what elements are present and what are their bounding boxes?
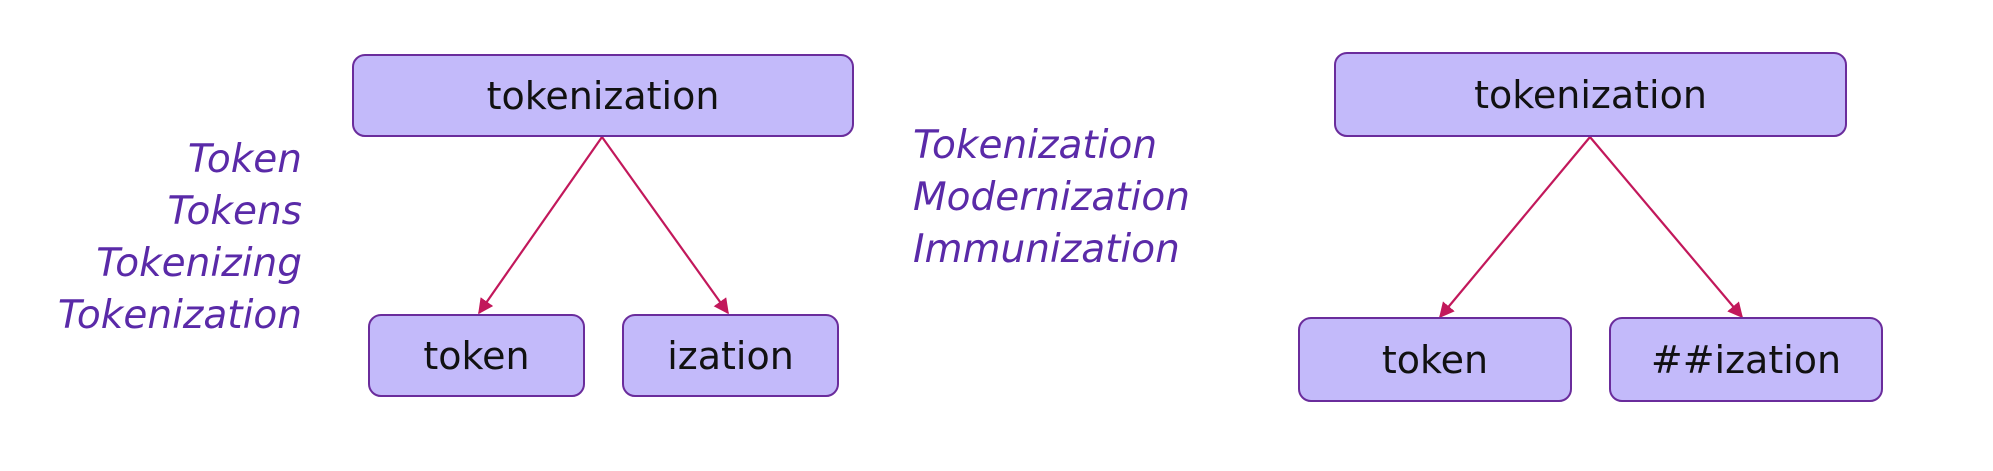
left-tree-child-ization-box: ization: [622, 314, 839, 397]
right-tree-child-token-label: token: [1381, 337, 1489, 382]
right-tree-root-box: tokenization: [1334, 52, 1847, 137]
left-word-item: Tokenization: [57, 293, 302, 338]
right-tree-child-hash-ization-label: ##ization: [1650, 337, 1842, 382]
middle-word-item: Immunization: [913, 227, 1180, 272]
right-tree-child-token-box: token: [1298, 317, 1572, 402]
middle-word-item: Tokenization: [913, 123, 1158, 168]
right-tree-child-hash-ization-box: ##ization: [1609, 317, 1883, 402]
left-word-item: Tokens: [167, 189, 302, 234]
arrow-right-tree-to-hash-ization: [1589, 136, 1743, 319]
middle-word-item: Modernization: [913, 175, 1190, 220]
left-tree-child-ization-label: ization: [667, 333, 794, 378]
arrow-right-tree-to-token: [1439, 136, 1591, 319]
left-word-list: Token Tokens Tokenizing Tokenization: [40, 134, 302, 342]
arrow-left-tree-to-ization: [601, 136, 729, 315]
arrow-left-tree-to-token: [478, 136, 603, 315]
left-tree-root-label: tokenization: [486, 73, 720, 118]
left-tree-child-token-box: token: [368, 314, 585, 397]
left-word-item: Token: [187, 137, 302, 182]
right-tree-root-label: tokenization: [1474, 72, 1707, 117]
left-word-item: Tokenizing: [96, 241, 302, 286]
middle-word-list: Tokenization Modernization Immunization: [913, 120, 1233, 276]
left-tree-child-token-label: token: [423, 333, 530, 378]
left-tree-root-box: tokenization: [352, 54, 854, 137]
